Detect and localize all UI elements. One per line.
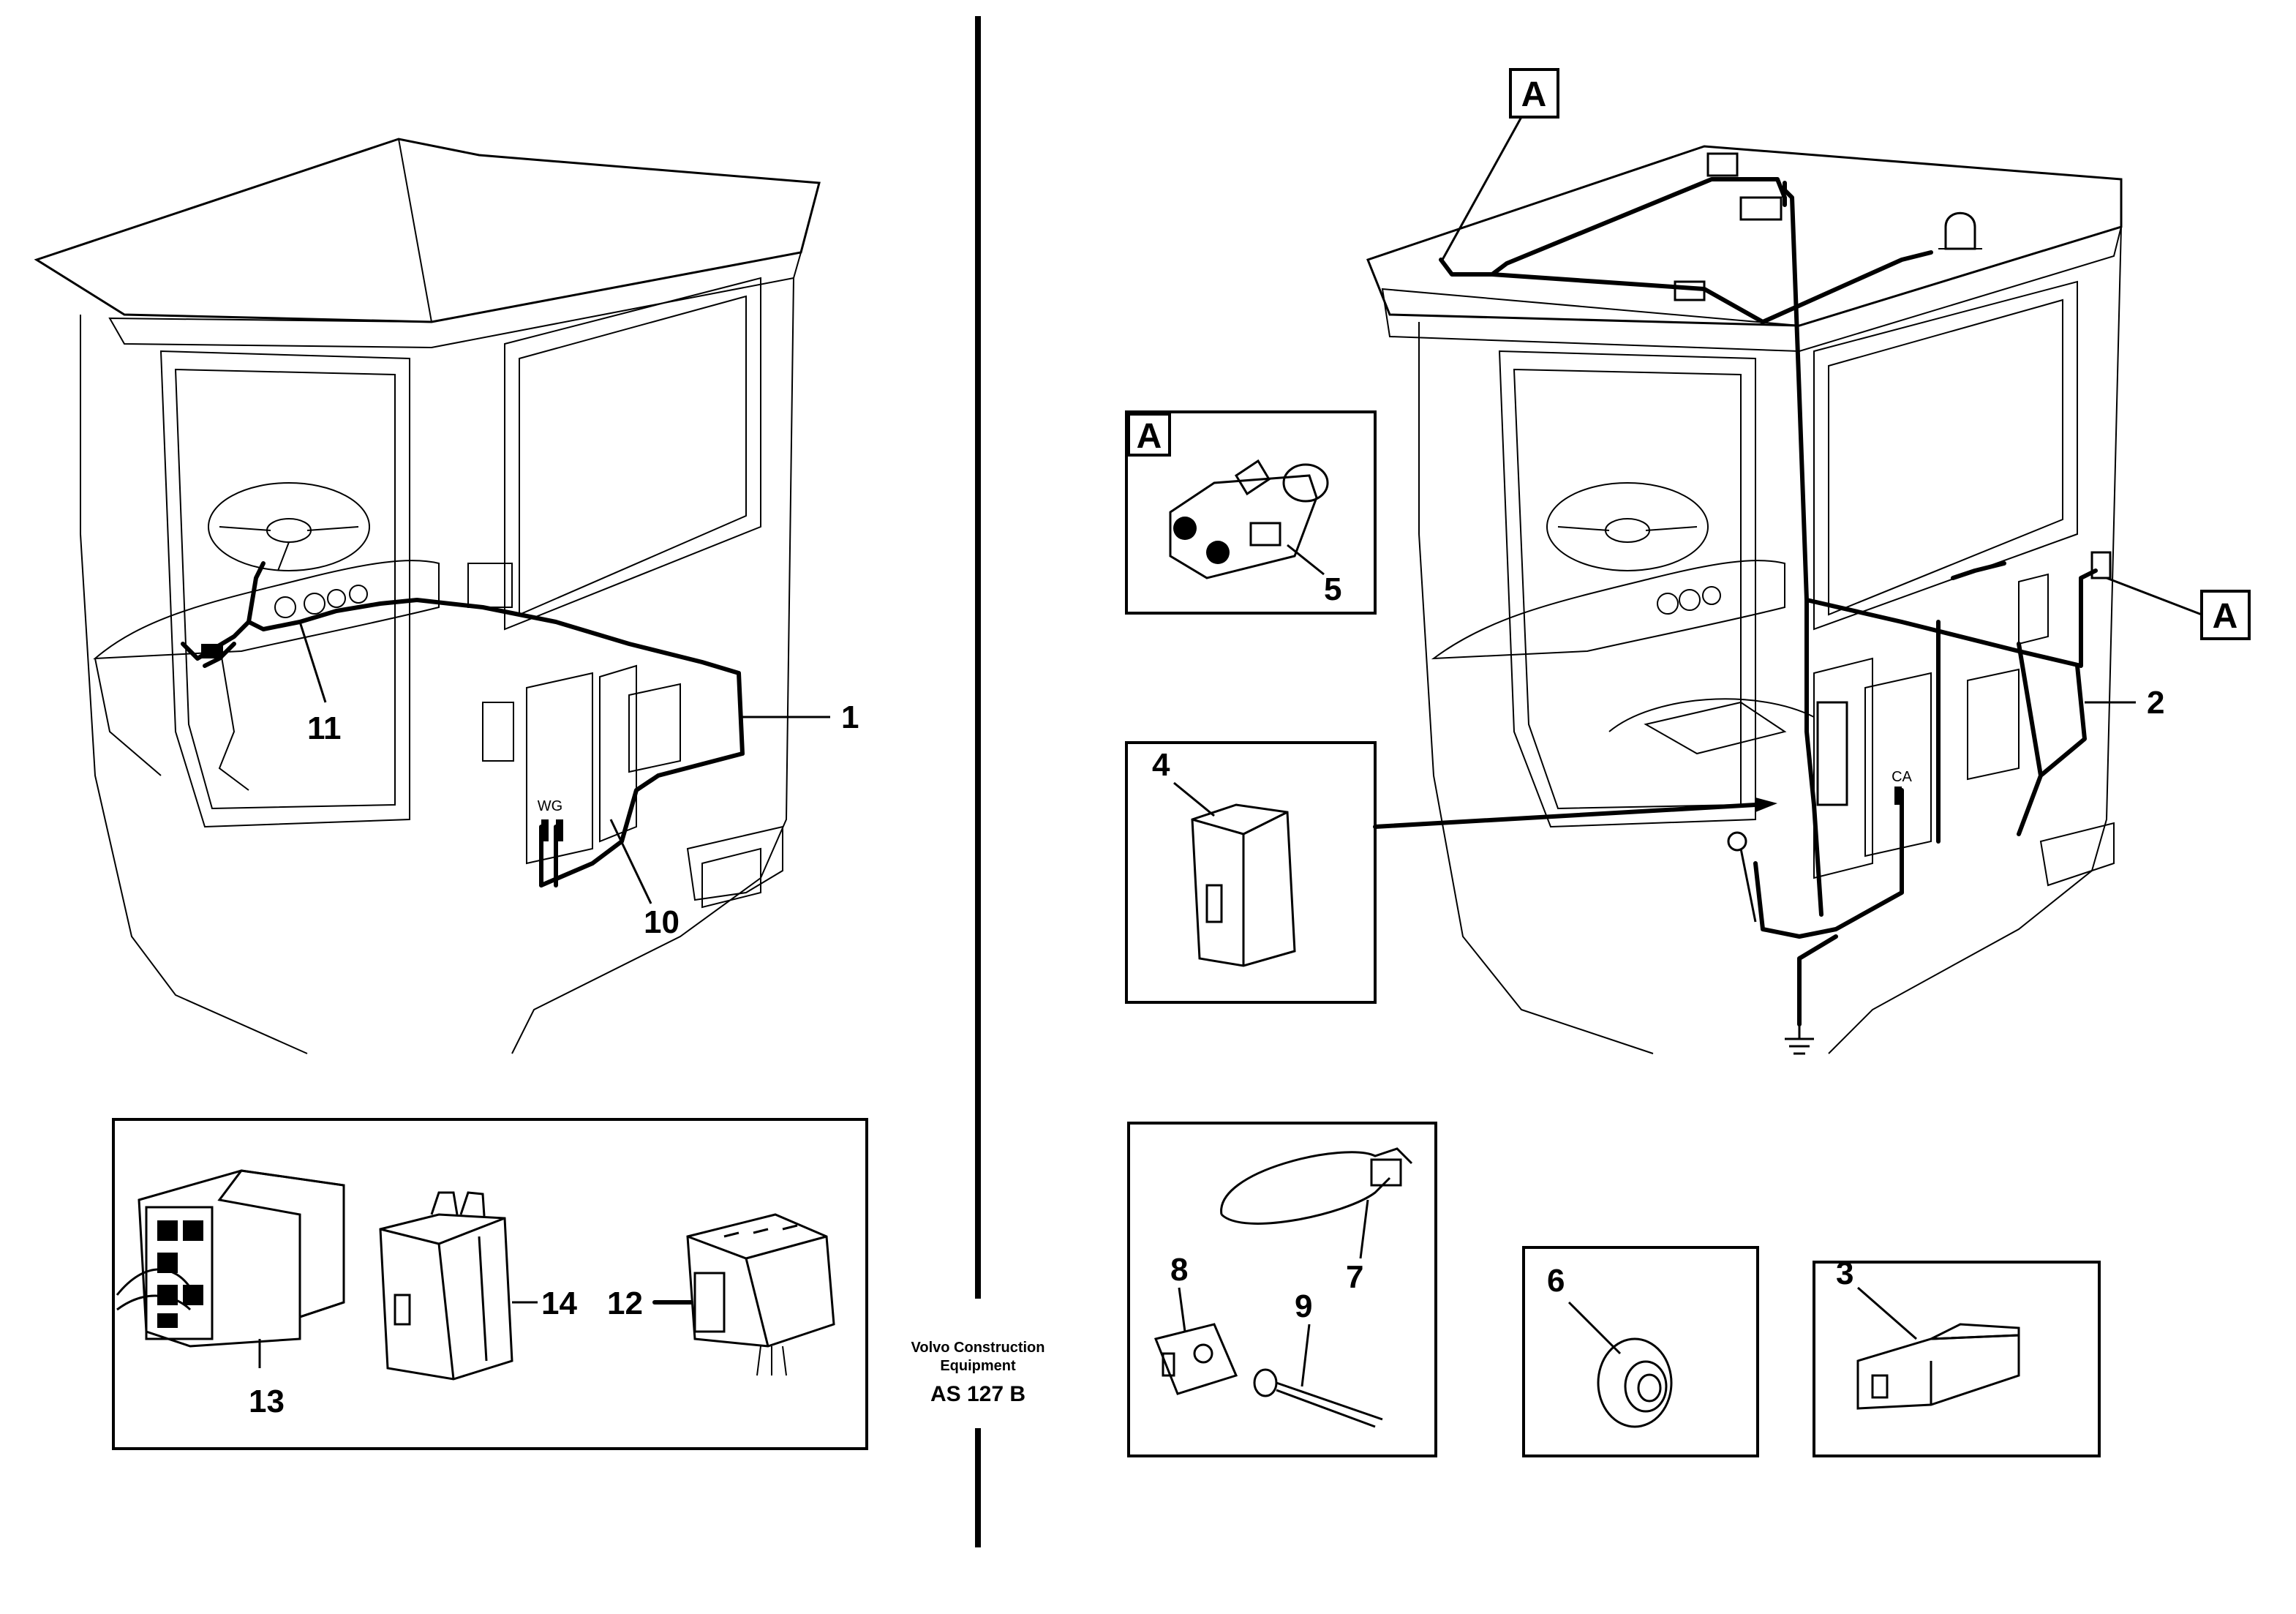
label-3: 3 — [1836, 1255, 1853, 1291]
connector-mark-ca: CA — [1892, 769, 1912, 785]
detail-box-6: 6 — [1522, 1246, 1759, 1457]
pin-9 — [1253, 1368, 1383, 1428]
detail-box-4: 4 — [1125, 741, 1777, 1004]
connector-13 — [116, 1169, 345, 1348]
detail-box-fasteners: 7 8 9 — [1127, 1122, 1437, 1457]
label-9: 9 — [1295, 1288, 1312, 1324]
housing-3 — [1856, 1323, 2020, 1410]
detail-a-box: A 5 — [1125, 410, 1377, 615]
label-8: 8 — [1170, 1252, 1188, 1288]
detail-box-connectors: 13 14 12 — [112, 1118, 868, 1450]
callout-a-side: A — [2213, 597, 2238, 636]
left-cab-illustration: WG — [34, 138, 821, 1054]
label-1: 1 — [841, 699, 859, 735]
label-2: 2 — [2147, 685, 2164, 721]
label-10: 10 — [644, 904, 680, 940]
connector-14 — [379, 1191, 513, 1381]
footer-line2: Equipment — [940, 1358, 1016, 1374]
cable-tie-7 — [1220, 1147, 1413, 1225]
right-cab-callouts: A A 2 — [1441, 68, 2251, 721]
clip-8 — [1153, 1323, 1238, 1395]
connector-12 — [686, 1213, 835, 1376]
footer-line1: Volvo Construction — [911, 1340, 1045, 1356]
detail-a-letter: A — [1137, 417, 1162, 456]
connector-mark-wg: WG — [538, 798, 562, 814]
grommet-6 — [1597, 1337, 1673, 1428]
connector-4 — [1191, 803, 1296, 967]
connector-5 — [1169, 459, 1329, 579]
label-5: 5 — [1324, 571, 1341, 607]
callout-a-top: A — [1521, 75, 1547, 114]
label-6: 6 — [1547, 1263, 1565, 1299]
footer-code: AS 127 B — [930, 1382, 1025, 1406]
label-7: 7 — [1346, 1259, 1363, 1295]
label-11: 11 — [307, 710, 342, 746]
label-13: 13 — [249, 1384, 285, 1419]
label-4: 4 — [1152, 747, 1170, 783]
left-cab-callouts: 1 11 10 — [298, 621, 859, 940]
footer-block: Volvo Construction Equipment AS 127 B — [911, 1340, 1045, 1406]
label-12: 12 — [607, 1285, 643, 1321]
right-cab-illustration: CA — [1366, 145, 2123, 1055]
detail-box-3: 3 — [1813, 1255, 2101, 1457]
label-14: 14 — [541, 1285, 577, 1321]
